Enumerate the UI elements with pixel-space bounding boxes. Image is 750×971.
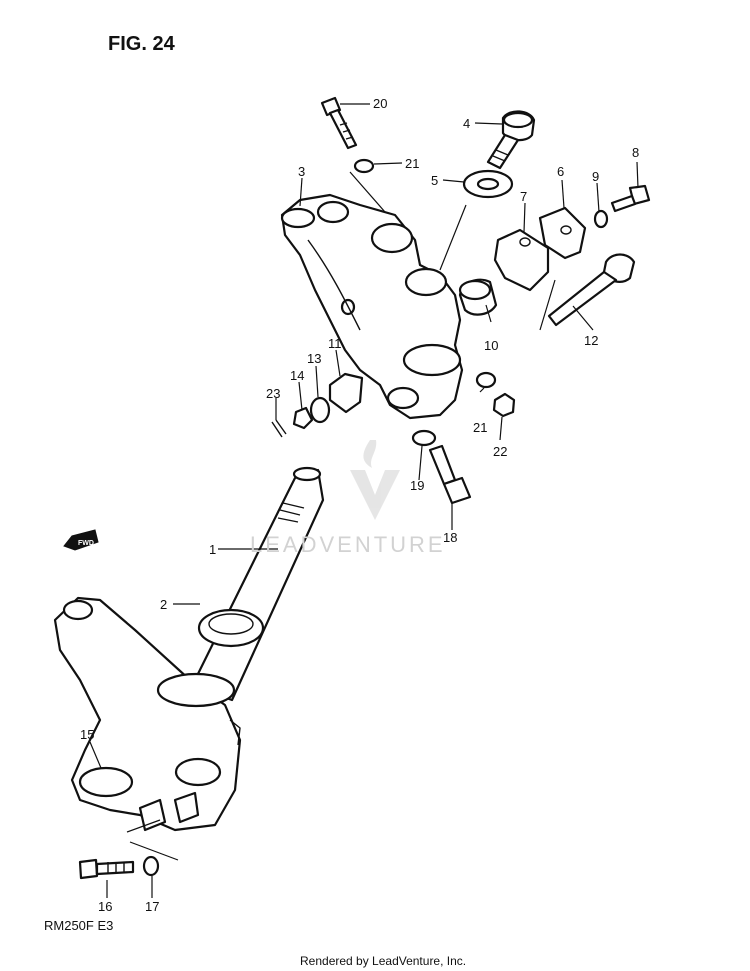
washer-19: [411, 429, 437, 447]
callout-23: 23: [266, 386, 280, 401]
watermark-logo: [350, 440, 400, 520]
washer-21-right: [475, 371, 497, 389]
callout-4: 4: [463, 116, 470, 131]
nut-22: [492, 392, 516, 418]
washer-13: [309, 396, 331, 424]
figure-title: FIG. 24: [108, 33, 175, 55]
bolt-4: [486, 110, 536, 170]
footer-credit: Rendered by LeadVenture, Inc.: [300, 954, 467, 968]
steering-stem: [190, 466, 325, 702]
washer-21-top: [353, 158, 375, 174]
washer-9: [593, 209, 609, 229]
nut-11: [328, 372, 364, 414]
callout-11: 11: [328, 336, 342, 351]
cotter-pin-23: [271, 419, 287, 438]
callout-14: 14: [290, 368, 304, 383]
fwd-label: FWD: [78, 540, 94, 547]
callout-21-right: 21: [473, 420, 487, 435]
callout-16: 16: [98, 899, 112, 914]
bolt-18: [428, 444, 472, 505]
callout-8: 8: [632, 145, 639, 160]
callout-21-top: 21: [405, 156, 419, 171]
washer-5: [462, 169, 514, 199]
callout-12: 12: [584, 333, 598, 348]
bolt-20: [320, 96, 358, 150]
callout-3: 3: [298, 164, 305, 179]
callout-2: 2: [160, 597, 167, 612]
callout-18: 18: [443, 530, 457, 545]
callout-19: 19: [410, 478, 424, 493]
callout-9: 9: [592, 169, 599, 184]
washer-17: [142, 855, 160, 877]
cushion-10: [458, 278, 498, 316]
callout-10: 10: [484, 338, 498, 353]
bolt-8: [610, 184, 651, 213]
holder-7: [493, 228, 550, 292]
bolt-16: [78, 858, 135, 880]
callout-7: 7: [520, 189, 527, 204]
callout-5: 5: [431, 173, 438, 188]
callout-6: 6: [557, 164, 564, 179]
fwd-direction-arrow: FWD: [63, 529, 99, 551]
leader-lines: [89, 103, 639, 898]
callout-20: 20: [373, 96, 387, 111]
nut-14: [292, 406, 314, 430]
callout-22: 22: [493, 444, 507, 459]
watermark-text: LEADVENTURE: [250, 532, 446, 557]
callout-17: 17: [145, 899, 159, 914]
upper-bracket: [280, 193, 464, 420]
lower-bracket: [53, 596, 242, 832]
callout-numbers: 1 2 3 4 5 6 7 8 9 10 11 12 13 14 15 16 1…: [80, 96, 639, 914]
callout-13: 13: [307, 351, 321, 366]
bolt-12: [547, 253, 636, 327]
callout-15: 15: [80, 727, 94, 742]
model-code: RM250F E3: [44, 918, 114, 933]
callout-1: 1: [209, 542, 216, 557]
bearing-2: [197, 608, 265, 648]
